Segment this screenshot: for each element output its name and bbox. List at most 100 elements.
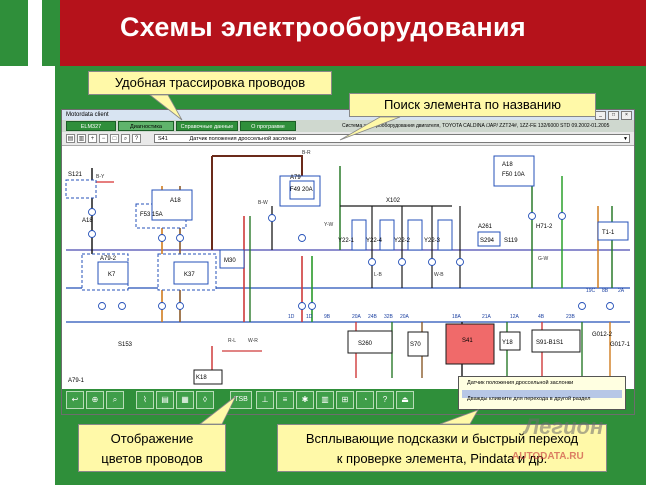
- car-icon[interactable]: ◊: [196, 391, 214, 409]
- svg-text:F53 15A: F53 15A: [140, 212, 163, 218]
- slide-title: Схемы электрооборудования: [119, 12, 526, 42]
- svg-text:G-W: G-W: [538, 256, 549, 262]
- callout-tooltips: Всплывающие подсказки и быстрый переход …: [277, 424, 607, 472]
- vehicle-info: Система электрооборудования двигателя, T…: [342, 123, 610, 129]
- svg-text:K18: K18: [196, 375, 207, 381]
- svg-text:A79-1: A79-1: [68, 378, 85, 384]
- svg-text:20A: 20A: [352, 314, 362, 320]
- chevron-down-icon[interactable]: ▼: [623, 136, 628, 142]
- svg-text:M30: M30: [224, 258, 236, 264]
- slide-header: Схемы электрооборудования: [0, 0, 646, 66]
- svg-text:1D: 1D: [306, 314, 313, 320]
- svg-text:F49 20A: F49 20A: [290, 187, 313, 193]
- svg-text:A18: A18: [502, 162, 513, 168]
- table-icon[interactable]: ▥: [316, 391, 334, 409]
- svg-text:A18: A18: [170, 198, 181, 204]
- svg-text:A261: A261: [478, 224, 493, 230]
- svg-text:A79-2: A79-2: [100, 256, 117, 262]
- svg-text:Y-W: Y-W: [324, 222, 334, 228]
- svg-text:B-Y: B-Y: [96, 174, 105, 180]
- svg-text:X102: X102: [386, 198, 401, 204]
- svg-text:Y22-4: Y22-4: [366, 238, 383, 244]
- callout-search: Поиск элемента по названию: [349, 93, 596, 117]
- tab-about[interactable]: О программе: [240, 121, 296, 131]
- svg-text:K7: K7: [108, 272, 116, 278]
- svg-text:S41: S41: [462, 338, 473, 344]
- svg-text:18A: 18A: [452, 314, 462, 320]
- element-tooltip: Датчик положения дроссельной заслонки Дв…: [458, 376, 626, 410]
- settings-icon[interactable]: ✱: [296, 391, 314, 409]
- svg-text:A79: A79: [290, 175, 301, 181]
- exit-icon[interactable]: ⏏: [396, 391, 414, 409]
- zoom-in-icon[interactable]: +: [88, 134, 97, 143]
- svg-text:W-B: W-B: [434, 272, 444, 278]
- help-icon[interactable]: ?: [376, 391, 394, 409]
- svg-text:F50 10A: F50 10A: [502, 172, 525, 178]
- svg-text:W-R: W-R: [248, 338, 258, 344]
- callout-tooltips-line1: Всплывающие подсказки и быстрый переход: [305, 431, 579, 446]
- grid-icon[interactable]: ▦: [176, 391, 194, 409]
- connectors: [88, 208, 614, 310]
- tooltip-hint[interactable]: Дважды кликните для перехода в другой ра…: [467, 396, 591, 402]
- svg-text:9B: 9B: [324, 314, 331, 320]
- element-search-select[interactable]: S41 Датчик положения дроссельной заслонк…: [154, 134, 630, 143]
- watermark: Легион AUTODATA.RU: [510, 406, 638, 468]
- svg-text:S70: S70: [410, 342, 421, 348]
- svg-text:4B: 4B: [538, 314, 545, 320]
- pin-icon[interactable]: ⊥: [256, 391, 274, 409]
- svg-text:24B: 24B: [368, 314, 378, 320]
- svg-text:Y22-2: Y22-2: [394, 238, 411, 244]
- svg-text:S294: S294: [480, 238, 495, 244]
- svg-text:8B: 8B: [602, 288, 609, 294]
- callout-wire-colors-line1: Отображение: [110, 431, 194, 446]
- tooltip-title: Датчик положения дроссельной заслонки: [467, 380, 574, 386]
- diagram-canvas[interactable]: S121 A18 F53 15A A18 A79-2 K7 K37 M30 A7…: [62, 146, 634, 386]
- print-icon[interactable]: ▤: [156, 391, 174, 409]
- svg-text:32B: 32B: [384, 314, 394, 320]
- svg-text:A18: A18: [82, 218, 93, 224]
- tab-elm327[interactable]: ELM327: [66, 121, 116, 131]
- svg-text:B-R: B-R: [302, 150, 311, 156]
- close-button[interactable]: ×: [621, 111, 632, 120]
- watermark-url: AUTODATA.RU: [512, 451, 584, 462]
- search-icon[interactable]: ⌕: [106, 391, 124, 409]
- maximize-button[interactable]: □: [608, 111, 619, 120]
- tab-diagnostics[interactable]: Диагностика: [118, 121, 174, 131]
- svg-text:23B: 23B: [566, 314, 576, 320]
- wire-icon[interactable]: ⌇: [136, 391, 154, 409]
- search-element-code: S41: [158, 136, 168, 142]
- svg-text:19C: 19C: [586, 288, 596, 294]
- callout-wire-colors-line2: цветов проводов: [101, 451, 203, 466]
- window-title: Motordata client: [66, 112, 109, 118]
- svg-text:21A: 21A: [482, 314, 492, 320]
- save-icon[interactable]: ▥: [77, 134, 86, 143]
- zoom-icon[interactable]: ⊕: [86, 391, 104, 409]
- open-icon[interactable]: ▤: [66, 134, 75, 143]
- watermark-logo: Легион: [524, 414, 604, 439]
- svg-text:20A: 20A: [400, 314, 410, 320]
- search-element-description: Датчик положения дроссельной заслонки: [189, 136, 296, 142]
- app-toolbar: ▤ ▥ + − □ ⌕ ? S41 Датчик положения дросс…: [62, 132, 634, 146]
- zoom-out-icon[interactable]: −: [99, 134, 108, 143]
- svg-text:S260: S260: [358, 341, 373, 347]
- svg-text:2A: 2A: [618, 288, 625, 294]
- gauge-icon[interactable]: ◔: [356, 391, 374, 409]
- wiring-diagram[interactable]: S121 A18 F53 15A A18 A79-2 K7 K37 M30 A7…: [62, 146, 634, 386]
- help-icon[interactable]: ?: [132, 134, 141, 143]
- wire-labels: B-R B-Y R-L W-R G-W Y-W L-B W-B B-W: [96, 150, 549, 344]
- callout-wire-tracing: Удобная трассировка проводов: [88, 71, 332, 95]
- callout-tooltips-line2: к проверке элемента, Pindata и др.: [336, 451, 548, 466]
- terminal-numbers: 1D 1D 9B 20A 24B 32B 20A 18A 21A 12A 4B …: [288, 288, 625, 320]
- svg-text:G017-1: G017-1: [610, 342, 631, 348]
- connector-icon[interactable]: ⊞: [336, 391, 354, 409]
- tab-reference-data[interactable]: Справочные данные: [176, 121, 238, 131]
- svg-text:12A: 12A: [510, 314, 520, 320]
- fit-icon[interactable]: □: [110, 134, 119, 143]
- svg-text:S91-B1S1: S91-B1S1: [536, 340, 564, 346]
- search-icon[interactable]: ⌕: [121, 134, 130, 143]
- back-icon[interactable]: ↩: [66, 391, 84, 409]
- layers-icon[interactable]: ≡: [276, 391, 294, 409]
- svg-text:L-B: L-B: [374, 272, 382, 278]
- svg-text:S119: S119: [504, 238, 518, 244]
